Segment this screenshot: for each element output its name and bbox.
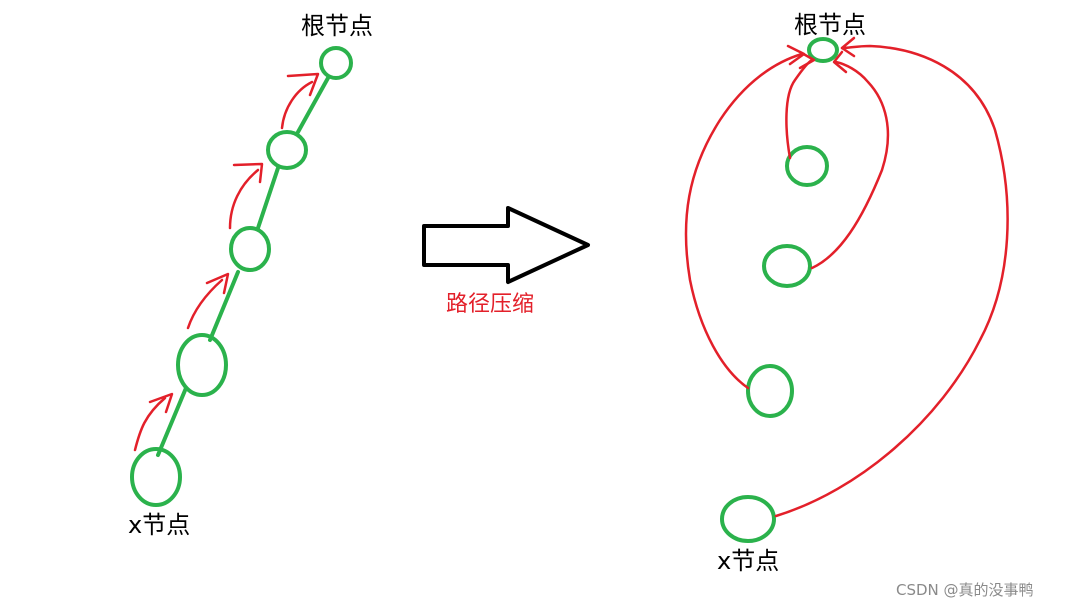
pointer-head <box>205 272 230 295</box>
parent-pointer <box>133 396 167 452</box>
watermark: CSDN @真的没事鸭 <box>896 581 1034 599</box>
chain-edge <box>296 76 330 134</box>
parent-pointer <box>810 60 890 270</box>
chain-edge <box>256 166 280 230</box>
parent-pointer <box>228 168 260 230</box>
pointer-head <box>286 72 320 97</box>
parent-pointer <box>684 52 804 390</box>
right-root-label: 根节点 <box>794 11 866 39</box>
parent-pointer <box>774 44 1009 518</box>
left-x-label: x节点 <box>128 511 191 539</box>
pointer-head <box>786 44 806 66</box>
parent-pointer <box>785 58 814 160</box>
chain-node <box>229 226 271 272</box>
root-node <box>319 46 353 80</box>
child-node <box>762 244 812 288</box>
chain-node <box>176 333 228 397</box>
chain-edge <box>208 270 240 342</box>
pointer-head <box>232 162 264 184</box>
chain-edge <box>156 386 188 457</box>
child-node <box>746 364 794 418</box>
right-x-label: x节点 <box>717 547 780 575</box>
x-node <box>130 447 182 507</box>
arrow-label: 路径压缩 <box>446 292 535 317</box>
left-chain <box>130 46 353 507</box>
parent-pointer <box>280 80 314 130</box>
parent-pointer <box>186 278 224 330</box>
left-root-label: 根节点 <box>301 12 373 40</box>
pointer-head <box>148 392 174 414</box>
transform-arrow-icon <box>422 206 590 284</box>
right-star <box>684 36 1009 543</box>
x-node <box>720 495 776 543</box>
pointer-head <box>832 50 848 74</box>
chain-node <box>266 130 308 170</box>
child-node <box>785 145 829 187</box>
root-node <box>807 37 839 63</box>
pointer-head <box>840 36 856 58</box>
